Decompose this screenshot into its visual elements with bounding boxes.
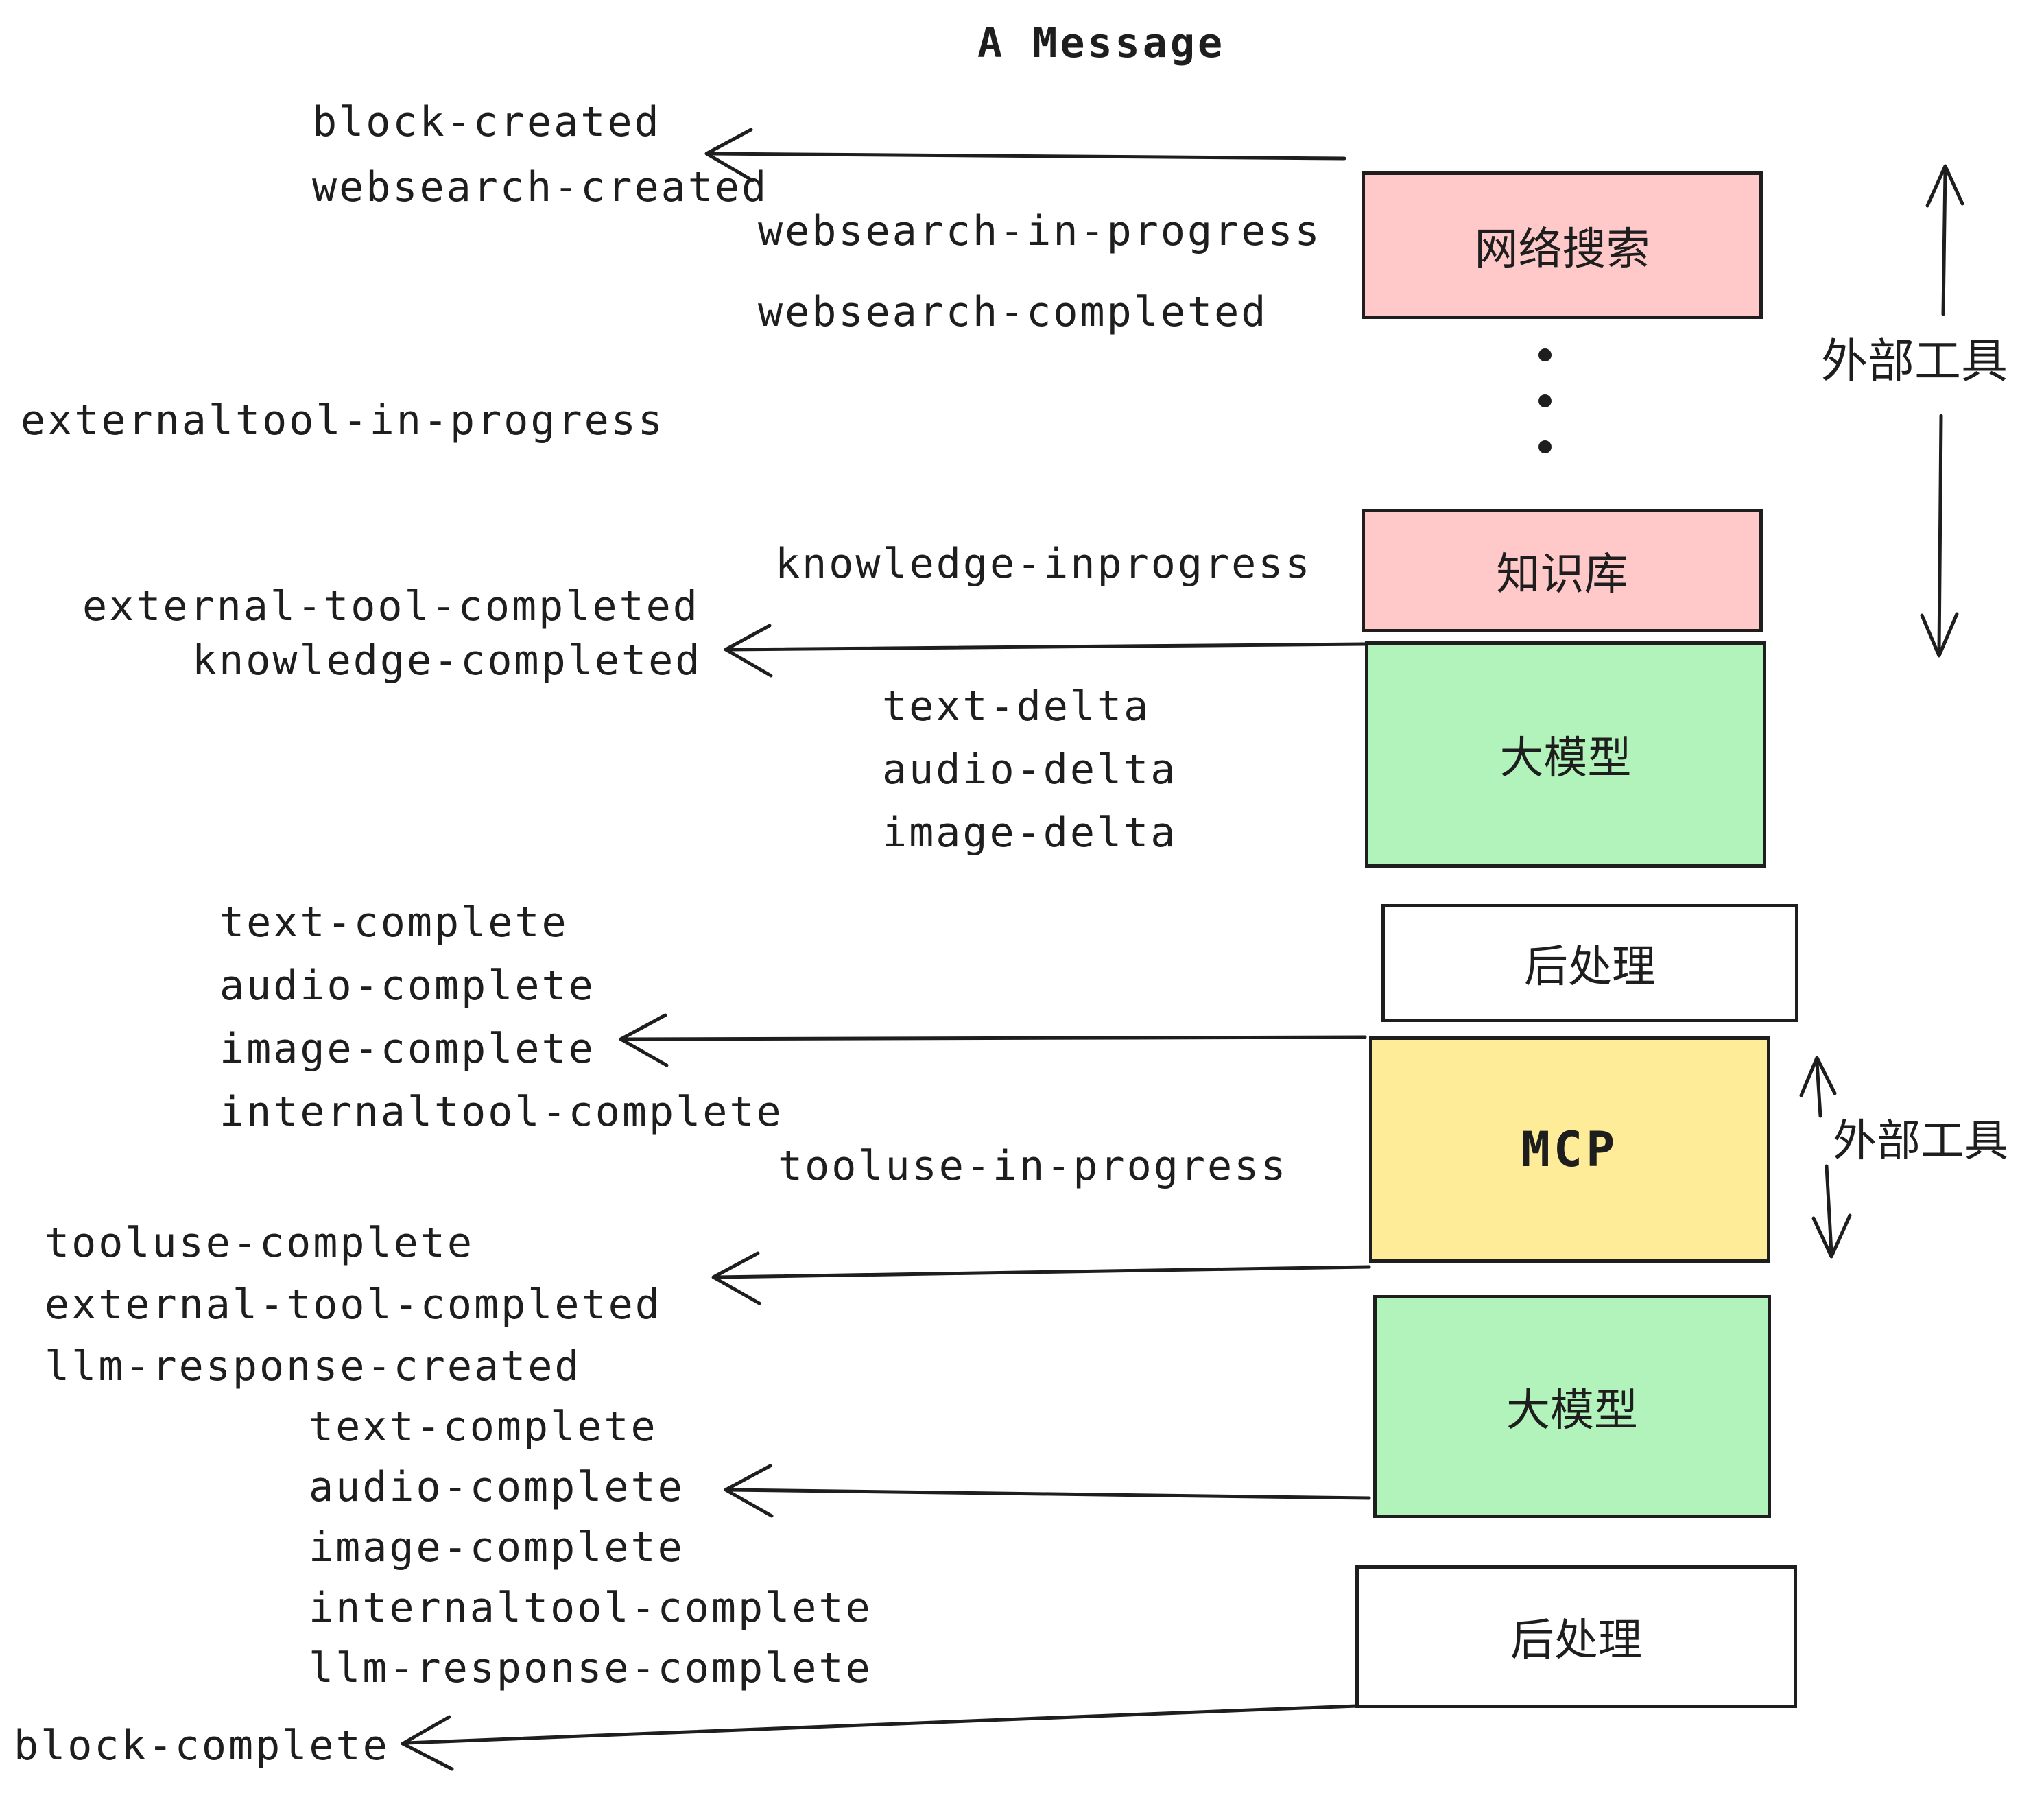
node-postprocess: 后处理 xyxy=(1381,904,1798,1022)
arrow-to-audio-complete xyxy=(724,1464,1371,1518)
event-label-block-complete: block-complete xyxy=(14,1722,390,1770)
arrow-to-image-complete xyxy=(619,1013,1367,1067)
event-label-websearch-completed: websearch-completed xyxy=(758,288,1268,336)
event-label-image-complete-2: image-complete xyxy=(309,1523,685,1571)
event-label-text-complete: text-complete xyxy=(219,899,569,947)
arrow-to-knowledge-completed xyxy=(724,624,1367,678)
event-label-knowledge-inprogress: knowledge-inprogress xyxy=(775,540,1312,588)
node-knowledge-base-label: 知识库 xyxy=(1496,549,1628,600)
diagram-title: A Message xyxy=(977,19,1226,67)
event-label-llm-response-complete: llm-response-complete xyxy=(309,1644,872,1692)
event-label-block-created: block-created xyxy=(312,98,661,146)
external-tool-down-arrow-2 xyxy=(1811,1164,1852,1259)
event-label-externaltool-in-progress: externaltool-in-progress xyxy=(21,396,665,444)
ellipsis-dot-3 xyxy=(1538,440,1552,453)
event-label-internaltool-complete: internaltool-complete xyxy=(219,1088,783,1136)
event-label-audio-complete: audio-complete xyxy=(219,962,595,1010)
event-label-websearch-in-progress: websearch-in-progress xyxy=(758,207,1322,255)
node-postprocess-2: 后处理 xyxy=(1355,1565,1797,1708)
node-websearch: 网络搜索 xyxy=(1362,171,1763,319)
event-label-image-delta: image-delta xyxy=(882,809,1178,857)
event-label-llm-response-created: llm-response-created xyxy=(45,1342,582,1390)
node-postprocess-label: 后处理 xyxy=(1524,942,1656,993)
node-knowledge-base: 知识库 xyxy=(1362,509,1763,632)
event-label-external-tool-completed: external-tool-completed xyxy=(82,582,700,630)
event-label-internaltool-complete-2: internaltool-complete xyxy=(309,1584,872,1632)
event-label-external-tool-completed-2: external-tool-completed xyxy=(45,1281,662,1329)
node-mcp: MCP xyxy=(1369,1036,1770,1263)
node-llm-2-label: 大模型 xyxy=(1506,1385,1638,1436)
event-label-knowledge-completed: knowledge-completed xyxy=(192,637,702,685)
node-websearch-label: 网络搜索 xyxy=(1474,224,1650,275)
event-label-text-delta: text-delta xyxy=(882,683,1151,731)
external-tool-down-arrow-1 xyxy=(1920,414,1959,658)
node-mcp-label: MCP xyxy=(1521,1121,1619,1178)
event-label-tooluse-in-progress: tooluse-in-progress xyxy=(778,1142,1288,1190)
event-label-image-complete: image-complete xyxy=(219,1025,595,1073)
node-llm-label: 大模型 xyxy=(1499,733,1632,784)
event-label-text-complete-2: text-complete xyxy=(309,1403,658,1451)
node-llm-2: 大模型 xyxy=(1373,1295,1771,1518)
event-label-audio-delta: audio-delta xyxy=(882,746,1178,794)
ellipsis-dot-1 xyxy=(1538,348,1552,361)
arrow-to-block-complete xyxy=(401,1704,1359,1771)
external-tool-annotation-2: 外部工具 xyxy=(1833,1116,2008,1167)
external-tool-annotation-1: 外部工具 xyxy=(1821,335,2008,389)
arrow-to-tooluse-complete xyxy=(711,1251,1371,1305)
event-label-tooluse-complete: tooluse-complete xyxy=(45,1219,474,1267)
event-label-websearch-created: websearch-created xyxy=(312,163,769,211)
node-postprocess-2-label: 后处理 xyxy=(1510,1615,1642,1666)
ellipsis-dot-2 xyxy=(1538,394,1552,407)
event-label-audio-complete-2: audio-complete xyxy=(309,1463,685,1511)
node-llm: 大模型 xyxy=(1365,641,1766,868)
external-tool-up-arrow-2 xyxy=(1799,1056,1837,1118)
external-tool-up-arrow-1 xyxy=(1925,164,1964,316)
arrow-to-websearch-created xyxy=(704,128,1346,182)
